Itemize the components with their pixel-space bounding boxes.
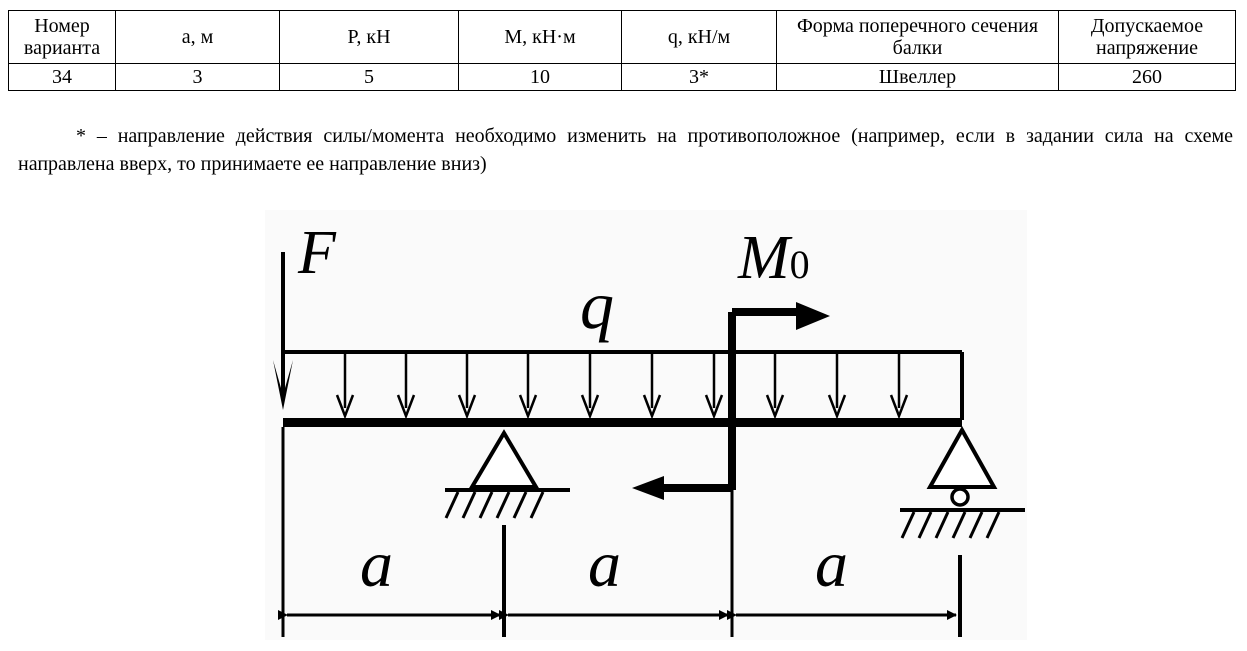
dimension-lines [278, 427, 962, 637]
cell-a: 3 [115, 63, 280, 91]
cell-section: Швеллер [776, 63, 1059, 91]
cell-stress: 260 [1058, 63, 1236, 91]
force-arrow [273, 252, 293, 410]
force-f-label: F [297, 219, 337, 287]
header-section: Форма поперечного сечения балки [776, 10, 1059, 64]
distributed-load [283, 350, 964, 420]
parameters-table: Номер варианта a, м P, кН M, кН·м q, кН/… [8, 10, 1236, 91]
header-q: q, кН/м [621, 10, 777, 64]
cell-variant: 34 [8, 63, 116, 91]
header-a: a, м [115, 10, 280, 64]
direction-note: * – направление действия силы/момента не… [18, 125, 1233, 175]
pin-support [444, 429, 570, 519]
cell-q: 3* [621, 63, 777, 91]
span-label-1: a [360, 528, 393, 601]
header-stress: Допускаемое напряжение [1058, 10, 1236, 64]
header-variant: Номер варианта [8, 10, 116, 64]
beam [283, 418, 962, 427]
span-label-3: a [815, 528, 848, 601]
moment-m-label: M0 [737, 224, 810, 292]
header-m: M, кН·м [458, 10, 622, 64]
cell-m: 10 [458, 63, 622, 91]
header-p: P, кН [279, 10, 459, 64]
moment-arrow [632, 302, 830, 500]
roller-support [900, 425, 1025, 539]
span-label-2: a [588, 528, 621, 601]
cell-p: 5 [279, 63, 459, 91]
load-q-label: q [580, 267, 614, 343]
table-header-row: Номер варианта a, м P, кН M, кН·м q, кН/… [8, 10, 1236, 64]
table-row: 34 3 5 10 3* Швеллер 260 [8, 63, 1236, 91]
